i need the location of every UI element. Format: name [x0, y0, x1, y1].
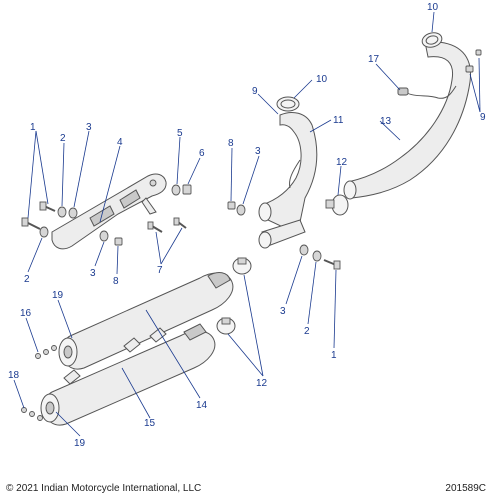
callout-11: 11: [333, 115, 344, 126]
part-2-washer-left: [57, 206, 67, 218]
callout-15: 15: [144, 418, 156, 429]
callout-3: 3: [280, 306, 286, 317]
callout-19: 19: [74, 438, 86, 449]
part-3-nut-left: [68, 207, 78, 219]
callout-12: 12: [256, 378, 268, 389]
callout-8: 8: [228, 138, 234, 149]
callout-3: 3: [86, 122, 92, 133]
leader-lines: [13, 11, 481, 437]
part-18-screws: [21, 407, 43, 421]
part-4-muffler-bracket: [51, 173, 167, 250]
part-5-washer: [171, 184, 181, 196]
callout-10: 10: [316, 74, 328, 85]
part-1-bolt-lower-left: [21, 217, 41, 230]
copyright-text: © 2021 Indian Motorcycle International, …: [6, 483, 202, 494]
part-2-washer-lower-left: [39, 226, 49, 238]
part-12-clamp-upper: [325, 194, 349, 216]
callout-19: 19: [52, 290, 64, 301]
callout-17: 17: [368, 54, 380, 65]
callout-labels: 1 2 3 4 5 6 8 3 2 3 8 7 9 10 11 12 13 17…: [8, 2, 486, 449]
callout-3: 3: [90, 268, 96, 279]
part-13-head-pipe: [343, 41, 472, 200]
part-9-nut-upper: [465, 49, 482, 73]
callout-1: 1: [331, 350, 337, 361]
part-3-nut-right: [299, 244, 309, 256]
callout-16: 16: [20, 308, 32, 319]
callout-2: 2: [60, 133, 66, 144]
part-12-clamp-lower: [216, 317, 236, 335]
part-16-screws: [35, 345, 57, 359]
part-3-nut-upper: [236, 204, 246, 216]
callout-3: 3: [255, 146, 261, 157]
diagram-id: 201589C: [445, 483, 486, 494]
callout-12: 12: [336, 157, 348, 168]
part-1-bolt-left: [39, 201, 56, 212]
part-8-nut-upper: [227, 201, 236, 210]
callout-8: 8: [113, 276, 119, 287]
part-7-bolt-a: [147, 221, 163, 233]
callout-5: 5: [177, 128, 183, 139]
callout-13: 13: [380, 116, 392, 127]
callout-10: 10: [427, 2, 439, 13]
callout-18: 18: [8, 370, 20, 381]
part-12-clamp-middle: [232, 257, 252, 275]
callout-6: 6: [199, 148, 205, 159]
part-11-head-pipe-rear: [258, 112, 318, 249]
part-1-bolt-right: [323, 259, 341, 270]
part-10-gasket-middle: [276, 96, 300, 112]
part-10-gasket-upper: [421, 32, 443, 48]
part-6-nut: [182, 184, 192, 195]
callout-2: 2: [304, 326, 310, 337]
callout-9: 9: [480, 112, 486, 123]
callout-9: 9: [252, 86, 258, 97]
callout-4: 4: [117, 137, 123, 148]
part-2-washer-right: [312, 250, 322, 262]
part-15-muffler-lower: [40, 323, 216, 426]
part-14-muffler-upper: [58, 272, 234, 370]
callout-7: 7: [157, 265, 163, 276]
part-3-nut-bracket: [99, 230, 109, 242]
part-8-nut-bracket: [114, 237, 123, 246]
callout-2: 2: [24, 274, 30, 285]
part-17-oxygen-sensor: [397, 85, 457, 99]
callout-14: 14: [196, 400, 208, 411]
part-7-bolt-b: [173, 217, 187, 229]
callout-1: 1: [30, 122, 36, 133]
